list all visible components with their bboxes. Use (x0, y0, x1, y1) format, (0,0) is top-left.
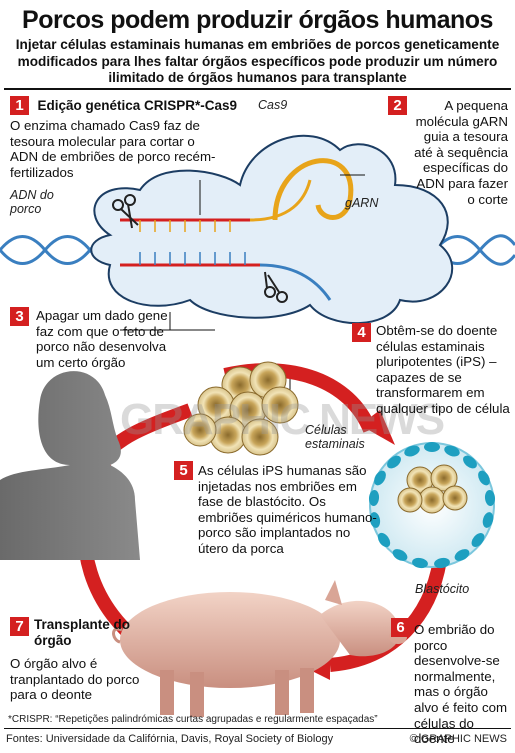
illustration (0, 134, 515, 717)
watermark: GRAPHIC NEWS (120, 395, 445, 444)
step-5-text: As células iPS humanas são injetadas nos… (198, 463, 377, 556)
stem-cells-label: Células estaminais (305, 423, 365, 451)
step-4-text: Obtêm-se do doente células estaminais pl… (376, 323, 510, 416)
step-3: 3 (10, 307, 29, 326)
scissors-icon (112, 194, 139, 229)
copyright: © GRAPHIC NEWS (409, 733, 507, 745)
step-number: 6 (391, 618, 410, 637)
blastocyst-label: Blastócito (415, 582, 470, 596)
garn-label: gARN (345, 196, 379, 210)
pig-illustration (112, 580, 407, 717)
sources: Fontes: Universidade da Califórnia, Davi… (6, 733, 334, 745)
step-number: 3 (10, 307, 29, 326)
step-4: 4 (352, 323, 371, 342)
step-3-text: Apagar um dado gene faz com que o feto d… (36, 308, 168, 370)
step-7: 7 (10, 617, 29, 636)
cas9-label: Cas9 (258, 98, 288, 112)
human-silhouette (0, 371, 140, 560)
scissors-icon (264, 271, 288, 303)
step-6: 6 (391, 618, 410, 637)
footnote: *CRISPR: “Repetições palindrómicas curta… (8, 714, 378, 725)
step-1: 1 Edição genética CRISPR*-Cas9 (10, 96, 270, 115)
step-6-text: O embrião do porco desenvolve-se normalm… (414, 622, 508, 747)
page-subtitle: Injetar células estaminais humanas em em… (15, 37, 500, 85)
page-title: Porcos podem produzir órgãos humanos (22, 6, 493, 34)
blastocyst (368, 442, 496, 569)
step-number: 7 (10, 617, 29, 636)
step-heading: Edição genética CRISPR*-Cas9 (37, 98, 238, 113)
step-2: 2 (388, 96, 407, 115)
header-divider (4, 88, 511, 90)
step-number: 5 (174, 461, 193, 480)
garn-molecule (272, 158, 354, 221)
cas9-enzyme (90, 134, 454, 325)
step-2-text: A pequena molécula gARN guia a tesoura a… (414, 98, 508, 207)
step-number: 1 (10, 96, 29, 115)
step-number: 4 (352, 323, 371, 342)
footer-divider (4, 728, 511, 729)
step-7-heading: Transplante do órgão (34, 617, 131, 648)
stem-cell-cluster (183, 361, 299, 456)
dna-label: ADN do porco (10, 188, 54, 216)
step-number: 2 (388, 96, 407, 115)
step-7-text: O órgão alvo é tranplantado do porco par… (10, 656, 140, 703)
step-5: 5 (174, 461, 193, 480)
step-1-text: O enzima chamado Cas9 faz de tesoura mol… (10, 118, 216, 180)
